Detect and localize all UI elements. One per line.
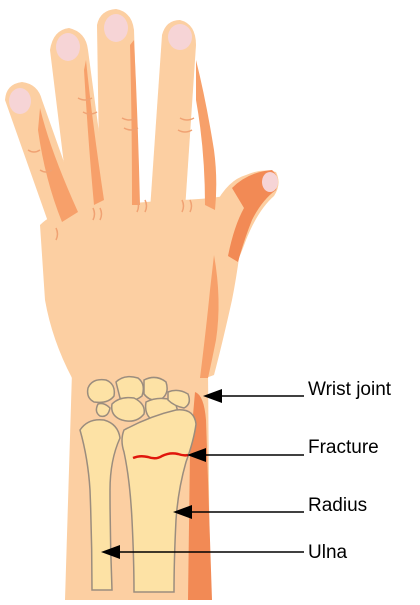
label-ulna: Ulna	[308, 542, 348, 563]
wrist-joint-arrow	[203, 389, 304, 403]
hand	[5, 9, 279, 385]
label-fracture: Fracture	[308, 437, 379, 458]
thumb-nail	[262, 172, 278, 192]
fracture-arrow	[187, 448, 304, 462]
little-nail	[168, 24, 192, 50]
index-nail	[9, 88, 31, 114]
little-shadow	[196, 60, 216, 210]
label-wrist-joint: Wrist joint	[308, 379, 392, 400]
little-finger	[150, 20, 196, 210]
label-radius: Radius	[308, 495, 367, 516]
ring-nail	[104, 14, 128, 42]
middle-nail	[56, 33, 80, 61]
